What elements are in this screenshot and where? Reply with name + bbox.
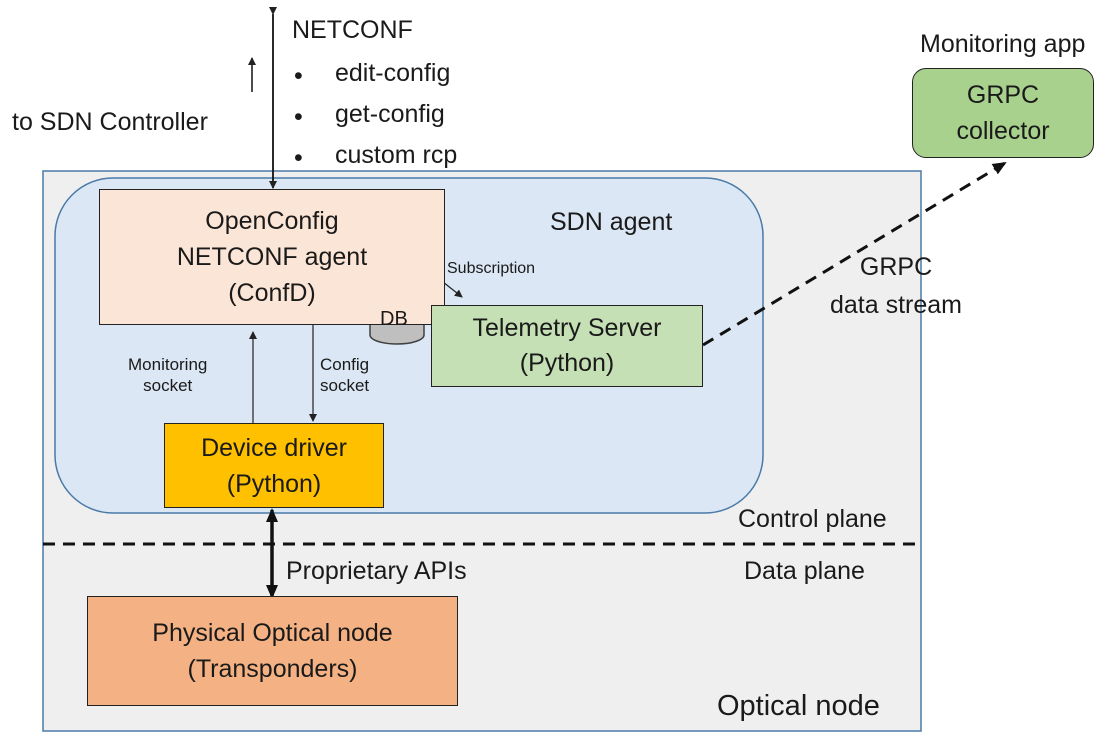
netconf-op-1: edit-config (335, 59, 451, 87)
grpc-stream-label-2: data stream (830, 291, 963, 319)
grpc-collector-line-1: GRPC (966, 81, 1040, 109)
netconf-agent-line-3: (ConfD) (228, 279, 316, 307)
monitoring-socket-label-1: Monitoring (128, 355, 208, 374)
netconf-op-bullet-3: • (294, 144, 303, 172)
grpc-collector-box: GRPC collector (912, 68, 1094, 158)
device-driver-box: Device driver (Python) (164, 423, 384, 508)
netconf-op-2: get-config (335, 100, 445, 128)
netconf-agent-line-1: OpenConfig (205, 207, 339, 235)
sdn-agent-label: SDN agent (550, 208, 673, 236)
sdn-controller-label: to SDN Controller (12, 108, 208, 136)
config-socket-label-2: socket (320, 376, 370, 395)
control-plane-label: Control plane (738, 505, 887, 533)
physical-node-box: Physical Optical node (Transponders) (87, 596, 458, 706)
monitoring-socket-label-2: socket (143, 376, 193, 395)
telemetry-line-2: (Python) (519, 349, 615, 377)
config-socket-label-1: Config (320, 355, 370, 374)
telemetry-line-1: Telemetry Server (472, 314, 662, 342)
data-plane-label: Data plane (744, 557, 865, 585)
subscription-label: Subscription (447, 260, 536, 277)
optical-node-label: Optical node (717, 690, 880, 722)
monitoring-socket-label: Monitoring socket (128, 354, 207, 396)
device-driver-line-2: (Python) (226, 469, 322, 498)
telemetry-server-box: Telemetry Server (Python) (431, 305, 703, 387)
db-label: DB (380, 308, 408, 330)
physical-node-line-1: Physical Optical node (152, 619, 393, 647)
config-socket-label: Config socket (320, 354, 369, 396)
grpc-collector-line-2: collector (956, 117, 1050, 145)
netconf-agent-line-2: NETCONF agent (176, 243, 368, 271)
grpc-stream-label-1: GRPC (859, 253, 933, 281)
grpc-stream-label: GRPC data stream (830, 248, 962, 324)
netconf-op-bullet-1: • (294, 62, 303, 90)
monitoring-app-label: Monitoring app (920, 30, 1086, 58)
physical-node-line-2: (Transponders) (187, 655, 358, 683)
netconf-op-bullet-2: • (294, 103, 303, 131)
netconf-title: NETCONF (292, 16, 413, 44)
netconf-agent-box: OpenConfig NETCONF agent (ConfD) (99, 189, 445, 325)
netconf-op-3: custom rcp (335, 141, 458, 169)
device-driver-line-1: Device driver (201, 433, 347, 462)
proprietary-apis-label: Proprietary APIs (286, 557, 467, 585)
